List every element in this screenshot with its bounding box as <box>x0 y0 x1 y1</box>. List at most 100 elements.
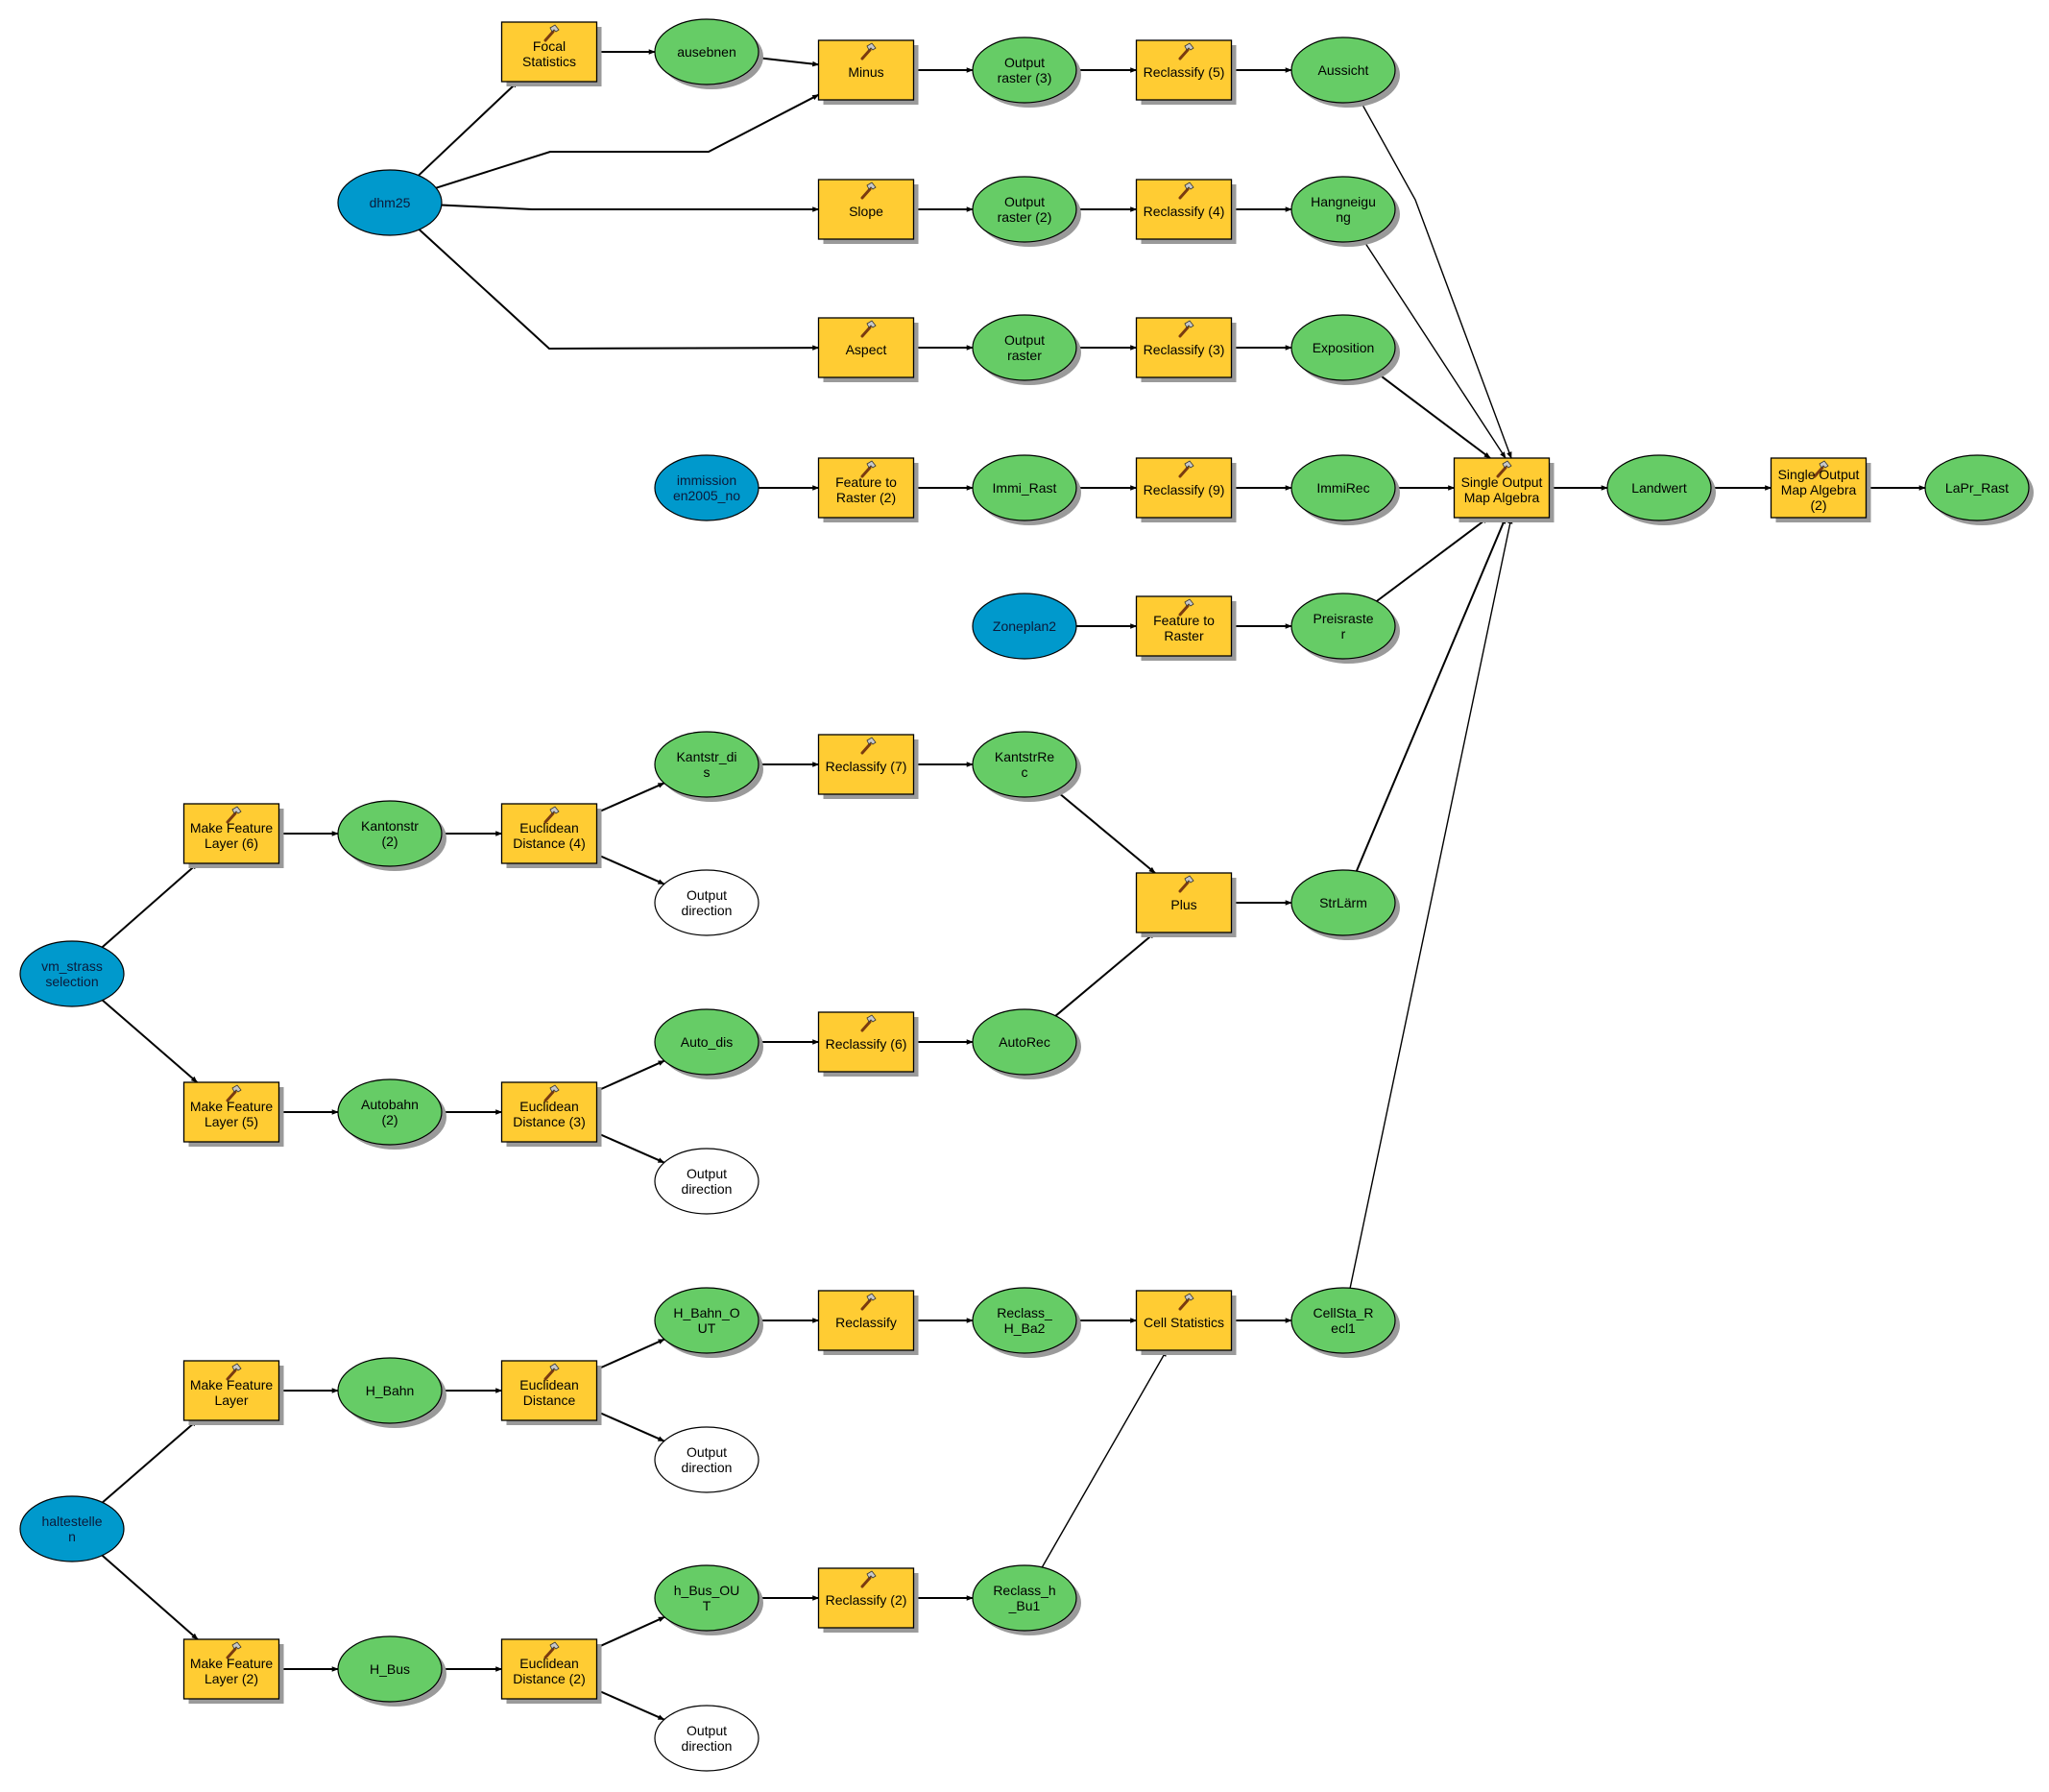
data-node-landwert[interactable]: Landwert <box>1606 454 1716 525</box>
node-label: Reclass_h <box>993 1583 1055 1598</box>
data-node-dhm25[interactable]: dhm25 <box>337 169 443 236</box>
node-label: Aussicht <box>1318 62 1369 78</box>
connector-strlaerm-to-soma[interactable] <box>1355 517 1507 872</box>
connector-ed-to-dir3[interactable] <box>596 1410 665 1442</box>
connector-haltestellen-to-mfl2[interactable] <box>101 1554 199 1640</box>
connector-vmstrass-to-mfl6[interactable] <box>101 862 199 949</box>
connector-aussicht-to-soma[interactable] <box>1360 100 1512 459</box>
data-node-autobahn[interactable]: Autobahn(2) <box>337 1078 446 1150</box>
tool-node-recl4[interactable]: Reclassify (4) <box>1135 179 1237 244</box>
connector-cellstarecl1-to-soma[interactable] <box>1349 517 1513 1289</box>
connector-dhm25-to-focal[interactable] <box>418 81 518 177</box>
connector-ed-to-hbahnout[interactable] <box>596 1338 665 1370</box>
tool-node-plus[interactable]: Plus <box>1135 872 1237 937</box>
tool-node-minus[interactable]: Minus <box>817 39 919 105</box>
connector-ausebnen-to-minus[interactable] <box>757 57 820 67</box>
tool-node-recl[interactable]: Reclassify <box>817 1290 919 1355</box>
data-node-aussicht[interactable]: Aussicht <box>1290 36 1400 108</box>
node-label: Kantstr_di <box>676 749 736 764</box>
tool-node-recl5[interactable]: Reclassify (5) <box>1135 39 1237 105</box>
node-label: Cell Statistics <box>1144 1315 1224 1330</box>
node-label: raster (3) <box>998 70 1052 85</box>
tool-node-slope[interactable]: Slope <box>817 179 919 244</box>
data-node-hbahnout[interactable]: H_Bahn_OUT <box>654 1287 763 1358</box>
connector-ed2-to-dir4[interactable] <box>596 1688 665 1721</box>
connector-ed3-to-dir2[interactable] <box>596 1131 665 1164</box>
data-node-reclhba2[interactable]: Reclass_H_Ba2 <box>972 1287 1081 1358</box>
connector-dhm25-to-slope[interactable] <box>441 204 820 212</box>
tool-node-recl6[interactable]: Reclassify (6) <box>817 1011 919 1077</box>
connector-kantstrrec-to-plus[interactable] <box>1054 789 1156 874</box>
data-node-laprrast[interactable]: LaPr_Rast <box>1924 454 2034 525</box>
data-node-strlaerm[interactable]: StrLärm <box>1290 869 1400 940</box>
connector-vmstrass-to-mfl5[interactable] <box>102 999 198 1083</box>
data-node-exposition[interactable]: Exposition <box>1290 314 1400 385</box>
connector-hangneigung-to-soma[interactable] <box>1362 239 1507 459</box>
data-node-reclhbu1[interactable]: Reclass_h_Bu1 <box>972 1564 1081 1635</box>
tool-node-recl9[interactable]: Reclassify (9) <box>1135 457 1237 522</box>
connector-dhm25-to-aspect[interactable] <box>418 229 820 351</box>
tool-node-recl2[interactable]: Reclassify (2) <box>817 1567 919 1633</box>
data-node-kantonstr[interactable]: Kantonstr(2) <box>337 800 446 871</box>
connector-exposition-to-soma[interactable] <box>1376 372 1491 459</box>
connector-reclhbu1-to-cellstats[interactable] <box>1041 1349 1168 1568</box>
data-node-kantstrdis[interactable]: Kantstr_dis <box>654 731 763 802</box>
node-label: KantstrRe <box>995 749 1054 764</box>
connector-haltestellen-to-mfl[interactable] <box>102 1419 198 1504</box>
tool-node-recl7[interactable]: Reclassify (7) <box>817 734 919 799</box>
data-node-hbus[interactable]: H_Bus <box>337 1635 446 1707</box>
data-node-ausebnen[interactable]: ausebnen <box>654 18 763 89</box>
connector-ed4-to-kantstrdis[interactable] <box>596 782 665 814</box>
tool-node-aspect[interactable]: Aspect <box>817 317 919 382</box>
connector-ed4-to-dir1[interactable] <box>596 853 665 885</box>
data-node-immirec[interactable]: ImmiRec <box>1290 454 1400 525</box>
connector-dhm25-to-minus[interactable] <box>435 93 820 189</box>
data-ellipse <box>972 176 1077 243</box>
connector-ed2-to-hbusout[interactable] <box>596 1615 665 1649</box>
tool-node-cellstats[interactable]: Cell Statistics <box>1135 1290 1237 1355</box>
data-node-immirast[interactable]: Immi_Rast <box>972 454 1081 525</box>
data-node-hbahn[interactable]: H_Bahn <box>337 1357 446 1428</box>
data-node-hbusout[interactable]: h_Bus_OUT <box>654 1564 763 1635</box>
data-node-autodis[interactable]: Auto_dis <box>654 1008 763 1079</box>
node-label: Feature to <box>835 474 897 490</box>
data-node-zoneplan[interactable]: Zoneplan2 <box>972 593 1077 660</box>
connector-autorec-to-plus[interactable] <box>1054 932 1156 1017</box>
data-node-autorec[interactable]: AutoRec <box>972 1008 1081 1079</box>
tool-box <box>817 1290 915 1351</box>
data-ellipse <box>1290 176 1396 243</box>
connector-preisraster-to-soma[interactable] <box>1376 517 1489 602</box>
node-label: ecl1 <box>1331 1320 1356 1336</box>
tool-node-recl3[interactable]: Reclassify (3) <box>1135 317 1237 382</box>
tool-box <box>182 1081 280 1143</box>
node-label: Layer (5) <box>205 1114 258 1129</box>
connector-ed3-to-autodis[interactable] <box>596 1059 665 1092</box>
